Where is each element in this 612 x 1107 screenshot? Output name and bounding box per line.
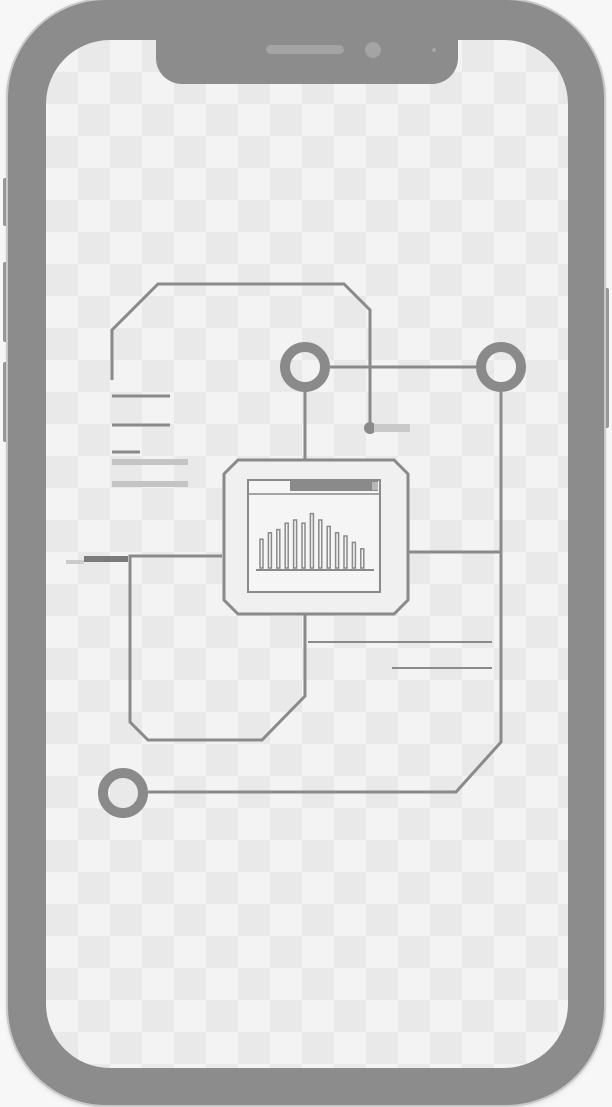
chart-bar — [292, 519, 298, 569]
side-button-volume-up — [3, 262, 8, 342]
chart-bar — [360, 548, 365, 569]
circuit-trace-right — [148, 392, 503, 794]
chart-bar — [343, 535, 348, 569]
node-bottom-left-icon — [98, 768, 148, 818]
chart-bar — [259, 538, 264, 569]
connector-tab — [374, 424, 410, 432]
chart-bar — [318, 519, 323, 569]
circuit-trace-bottom-left — [128, 554, 307, 742]
chart-bar — [351, 541, 357, 569]
chart-window-close-icon — [372, 482, 378, 490]
chart-bar — [301, 522, 306, 569]
sensor-dot — [432, 48, 436, 52]
bar-chart-icon — [259, 512, 365, 569]
connector-dot — [364, 422, 376, 434]
chart-bar — [284, 522, 289, 569]
chart-bar — [334, 532, 340, 569]
chart-window-titlebar — [290, 481, 378, 491]
side-button-silent — [3, 178, 8, 226]
circuit-trace-top-left — [110, 282, 372, 428]
side-button-power — [604, 288, 609, 428]
node-top-right-icon — [476, 342, 526, 392]
chart-bar — [326, 525, 331, 569]
side-button-volume-down — [3, 362, 8, 442]
chart-bar — [309, 512, 315, 569]
node-top-left-icon — [280, 342, 330, 392]
chart-bar — [267, 532, 273, 569]
front-camera-icon — [365, 42, 381, 58]
chart-bar — [276, 528, 281, 569]
speaker-grill — [266, 45, 344, 54]
